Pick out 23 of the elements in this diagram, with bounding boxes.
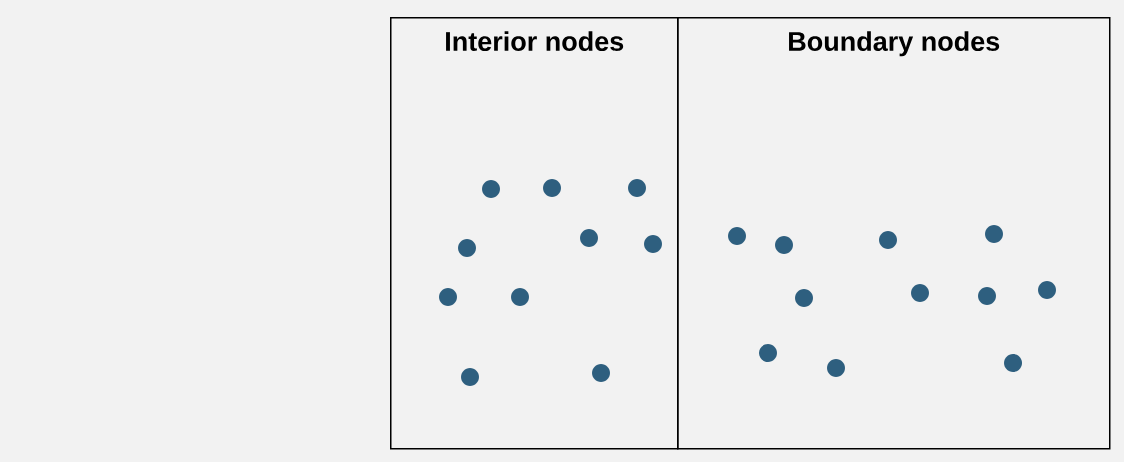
dot	[759, 344, 777, 362]
dot	[1038, 281, 1056, 299]
dot	[644, 235, 662, 253]
dot	[580, 229, 598, 247]
dot	[728, 227, 746, 245]
dot	[879, 231, 897, 249]
dot	[628, 179, 646, 197]
dot	[775, 236, 793, 254]
dot	[985, 225, 1003, 243]
dot	[482, 180, 500, 198]
dot	[439, 288, 457, 306]
dot	[461, 368, 479, 386]
dot	[592, 364, 610, 382]
dot	[911, 284, 929, 302]
panel: Interior nodes	[390, 17, 679, 450]
dot	[795, 289, 813, 307]
dot	[1004, 354, 1022, 372]
dot	[978, 287, 996, 305]
panel: Boundary nodes	[677, 17, 1111, 450]
dot	[543, 179, 561, 197]
dot	[827, 359, 845, 377]
dot	[511, 288, 529, 306]
dot	[458, 239, 476, 257]
